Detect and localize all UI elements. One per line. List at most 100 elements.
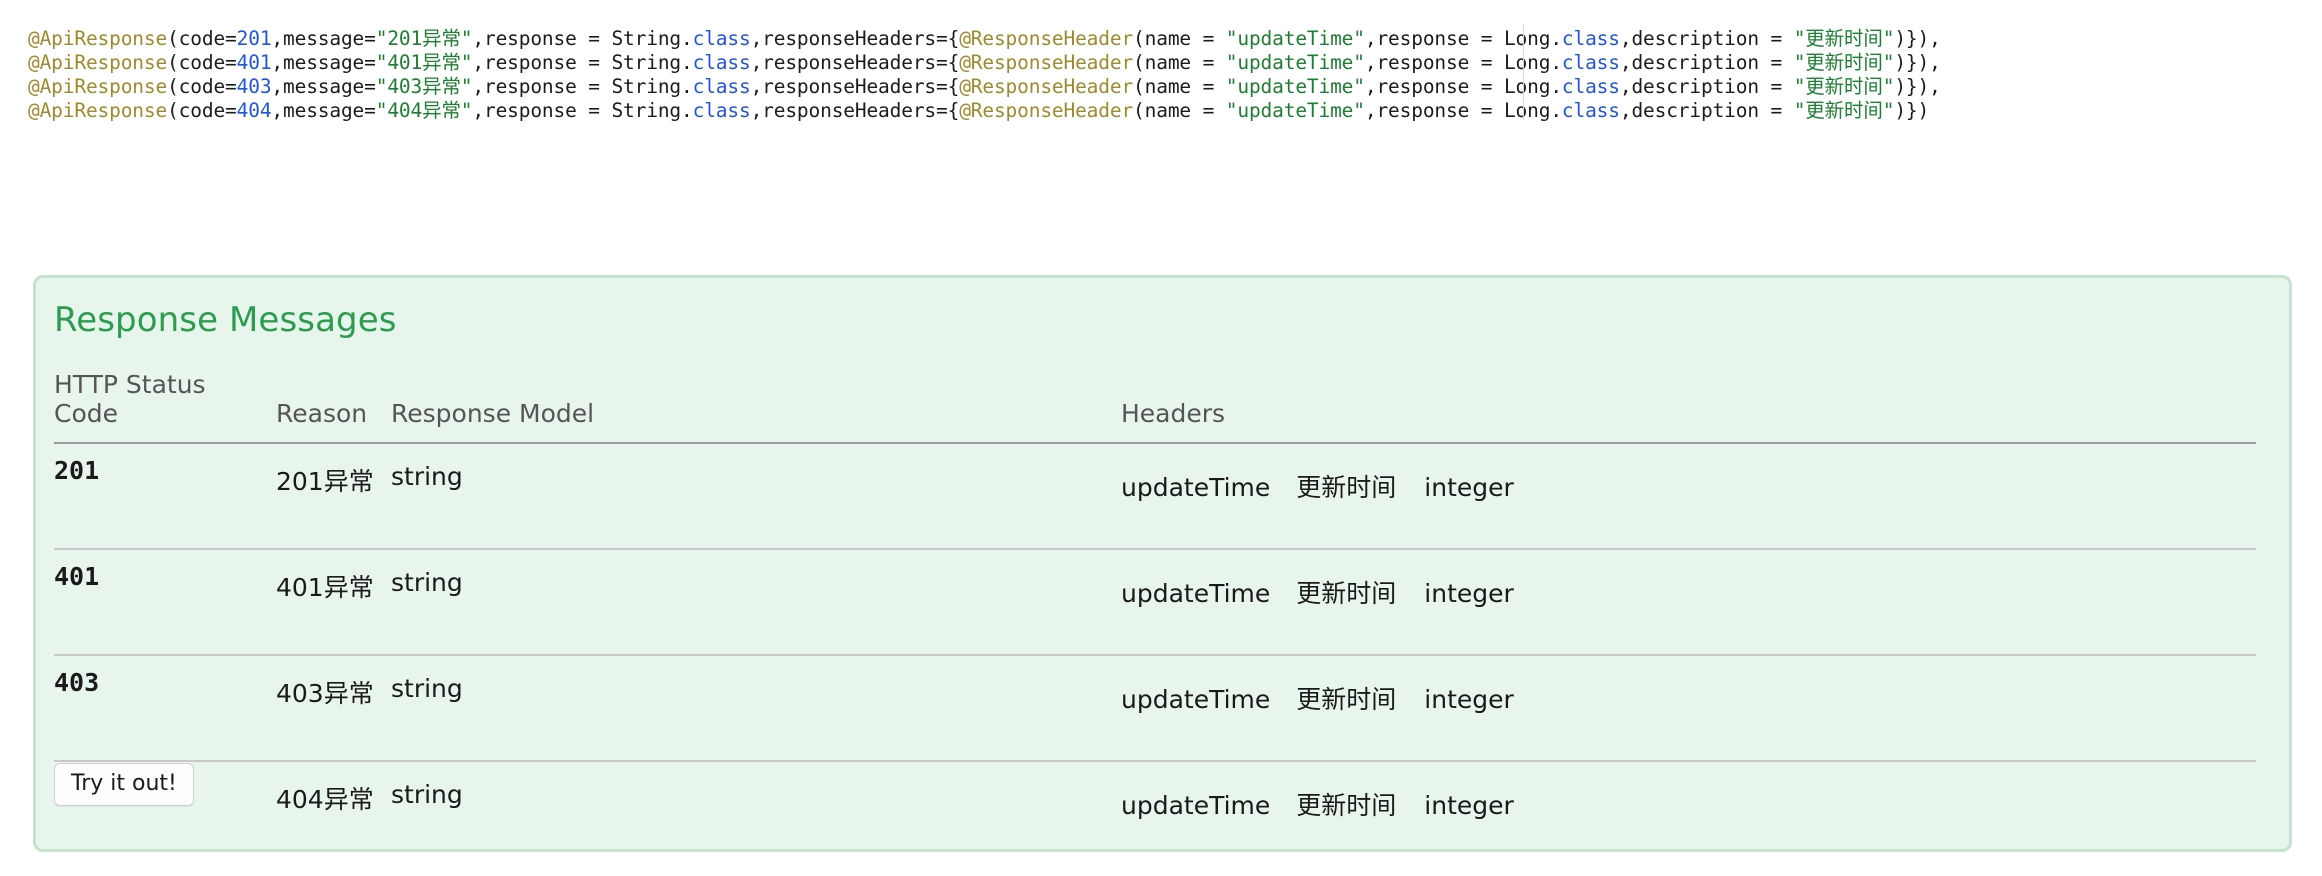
code-token-pln: ,response = Long.	[1364, 51, 1562, 74]
cell-reason: 403异常	[276, 655, 391, 762]
table-header-row: HTTP Status Code Reason Response Model H…	[54, 370, 2256, 444]
code-token-kw: class	[692, 51, 751, 74]
code-token-pln: ,description =	[1619, 27, 1794, 50]
code-token-pln: (code=	[167, 51, 237, 74]
header-type: integer	[1424, 685, 1514, 714]
column-header-headers: Headers	[1121, 370, 2256, 444]
header-name: updateTime	[1121, 791, 1271, 820]
code-token-pln: ,description =	[1619, 51, 1794, 74]
header-description: 更新时间	[1296, 791, 1397, 820]
code-token-kw: class	[1561, 27, 1620, 50]
response-messages-panel: Response Messages HTTP Status Code Reaso…	[33, 275, 2292, 852]
header-type: integer	[1424, 473, 1514, 502]
header-name: updateTime	[1121, 473, 1271, 502]
code-token-pln: ,response = String.	[472, 75, 693, 98]
code-token-str: "更新时间"	[1793, 51, 1895, 74]
table-row: 404404异常stringupdateTime更新时间integer	[54, 761, 2256, 852]
header-description: 更新时间	[1296, 579, 1397, 608]
code-token-pln: ,message=	[271, 51, 376, 74]
cell-http-status-code: 403	[54, 655, 276, 762]
code-token-kw: class	[1561, 99, 1620, 122]
cell-reason: 404异常	[276, 785, 374, 814]
panel-title: Response Messages	[54, 300, 397, 340]
code-token-pln: ,response = Long.	[1364, 27, 1562, 50]
code-token-str: "updateTime"	[1225, 75, 1365, 98]
header-name: updateTime	[1121, 579, 1271, 608]
header-type: integer	[1424, 791, 1514, 820]
code-line-line-403: @ApiResponse(code=403,message="403异常",re…	[28, 75, 1941, 99]
code-token-kw: class	[692, 75, 751, 98]
code-token-ann: @ApiResponse	[28, 27, 168, 50]
cell-reason: 201异常	[276, 443, 391, 550]
code-token-kw: class	[692, 99, 751, 122]
code-token-pln: ,response = String.	[472, 27, 693, 50]
code-token-pln: ,message=	[271, 75, 376, 98]
code-token-pln: (code=	[167, 27, 237, 50]
cell-response-model: string	[391, 549, 1121, 656]
code-token-str: "更新时间"	[1793, 75, 1895, 98]
response-messages-table: HTTP Status Code Reason Response Model H…	[54, 370, 2256, 852]
table-header: HTTP Status Code Reason Response Model H…	[54, 370, 2256, 444]
editor-caret-guide-line	[1523, 24, 1524, 120]
code-token-num: 201	[236, 27, 272, 50]
cell-reason: 401异常	[276, 549, 391, 656]
header-entry: updateTime 更新时间 integer	[1121, 674, 2256, 716]
code-token-kw: class	[1561, 75, 1620, 98]
code-token-ann: @ResponseHeader	[959, 75, 1134, 98]
code-token-pln: (code=	[167, 75, 237, 98]
header-type: integer	[1424, 579, 1514, 608]
code-token-kw: class	[1561, 51, 1620, 74]
code-token-ann: @ApiResponse	[28, 99, 168, 122]
code-token-str: "401异常"	[375, 51, 473, 74]
column-header-response-model: Response Model	[391, 370, 1121, 444]
code-token-pln: ,message=	[271, 27, 376, 50]
code-token-pln: (name =	[1133, 99, 1226, 122]
code-token-str: "更新时间"	[1793, 27, 1895, 50]
try-it-out-button[interactable]: Try it out!	[54, 763, 194, 807]
code-token-pln: ,response = String.	[472, 99, 693, 122]
source-code-editor-region: @ApiResponse(code=201,message="201异常",re…	[0, 0, 2322, 165]
code-line-line-201: @ApiResponse(code=201,message="201异常",re…	[28, 27, 1941, 51]
header-entry: updateTime 更新时间 integer	[1121, 780, 2256, 822]
code-token-pln: ,description =	[1619, 99, 1794, 122]
code-token-str: "updateTime"	[1225, 51, 1365, 74]
code-token-str: "404异常"	[375, 99, 473, 122]
code-token-pln: )}),	[1894, 51, 1941, 74]
code-token-ann: @ApiResponse	[28, 75, 168, 98]
code-token-str: "201异常"	[375, 27, 473, 50]
code-token-pln: ,response = Long.	[1364, 99, 1562, 122]
code-token-pln: )})	[1894, 99, 1930, 122]
code-token-ann: @ResponseHeader	[959, 51, 1134, 74]
header-description: 更新时间	[1296, 685, 1397, 714]
code-token-num: 403	[236, 75, 272, 98]
code-token-pln: )}),	[1894, 75, 1941, 98]
cell-response-model: string	[391, 780, 463, 809]
code-token-pln: ,response = String.	[472, 51, 693, 74]
code-token-str: "403异常"	[375, 75, 473, 98]
cell-response-model: string	[391, 655, 1121, 762]
code-token-pln: )}),	[1894, 27, 1941, 50]
cell-response-model: string	[391, 443, 1121, 550]
code-token-str: "updateTime"	[1225, 99, 1365, 122]
column-header-reason: Reason	[276, 370, 391, 444]
code-token-pln: ,responseHeaders={	[750, 75, 960, 98]
header-name: updateTime	[1121, 685, 1271, 714]
header-entry: updateTime 更新时间 integer	[1121, 568, 2256, 610]
code-token-pln: (name =	[1133, 51, 1226, 74]
code-token-pln: ,responseHeaders={	[750, 27, 960, 50]
code-token-ann: @ResponseHeader	[959, 27, 1134, 50]
cell-headers: updateTime 更新时间 integer	[1121, 655, 2256, 762]
code-token-pln: ,description =	[1619, 75, 1794, 98]
code-token-str: "更新时间"	[1793, 99, 1895, 122]
code-token-pln: ,responseHeaders={	[750, 51, 960, 74]
code-line-line-404: @ApiResponse(code=404,message="404异常",re…	[28, 99, 1929, 123]
code-token-ann: @ResponseHeader	[959, 99, 1134, 122]
cell-http-status-code: 401	[54, 549, 276, 656]
column-header-http-status-code: HTTP Status Code	[54, 370, 276, 444]
